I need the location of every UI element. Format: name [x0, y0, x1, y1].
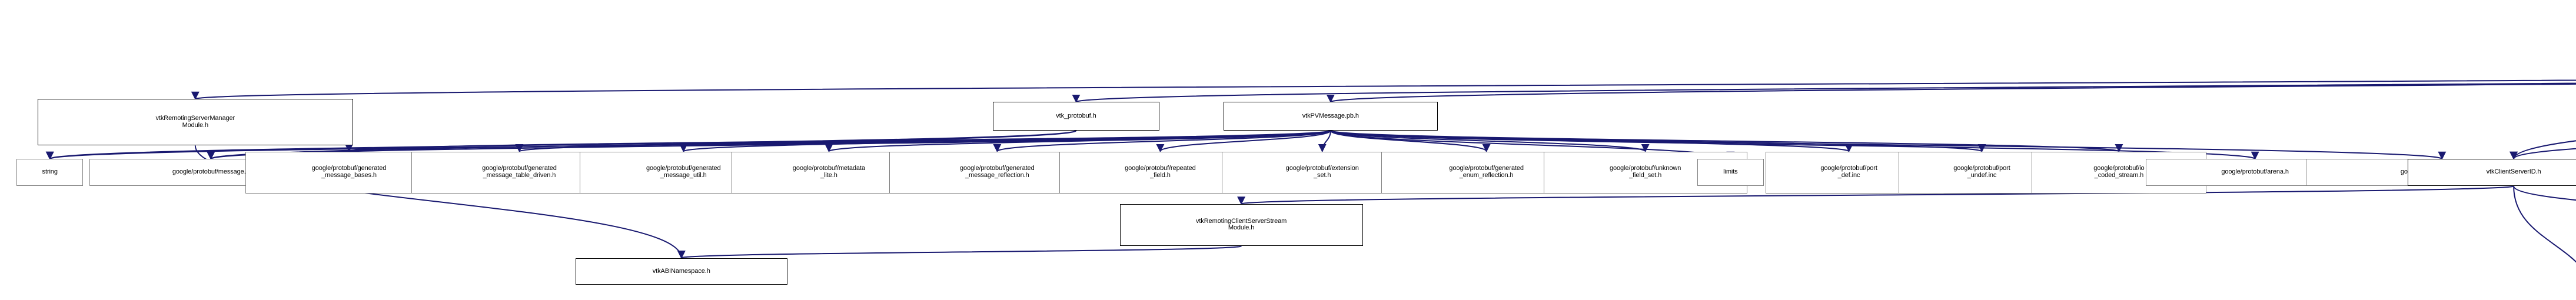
- graph-node-label: vtkClientServerID.h: [2486, 168, 2541, 176]
- graph-node-label: vtkABINamespace.h: [652, 267, 710, 275]
- graph-node-l_limits[interactable]: limits: [1697, 159, 1764, 186]
- graph-node-label: google/protobuf/metadata _lite.h: [792, 165, 865, 179]
- graph-node-label: google/protobuf/unknown _field_set.h: [1609, 165, 1681, 179]
- graph-edge: [2513, 186, 2576, 263]
- graph-edge: [825, 129, 1331, 152]
- graph-node-label: google/protobuf/generated _message_refle…: [960, 165, 1035, 179]
- graph-node-n_csvariant[interactable]: vtkClientServerID.h: [2408, 159, 2576, 186]
- graph-edge: [516, 129, 1331, 152]
- graph-edge: [345, 129, 1331, 152]
- graph-node-label: google/protobuf/extension _set.h: [1285, 165, 1359, 179]
- graph-edge: [677, 245, 1242, 259]
- graph-node-label: google/protobuf/io _coded_stream.h: [2093, 165, 2145, 179]
- graph-node-n_rsmm[interactable]: vtkRemotingServerManager Module.h: [37, 99, 354, 146]
- graph-edge: [2509, 140, 2576, 160]
- graph-edge: [192, 79, 2576, 100]
- graph-edge: [1329, 129, 1491, 152]
- graph-edge: [2509, 148, 2576, 160]
- graph-edge: [1329, 129, 1986, 152]
- graph-node-label: vtk_protobuf.h: [1056, 112, 1096, 119]
- graph-edge: [680, 129, 1331, 152]
- graph-node-label: google/protobuf/message.h: [172, 168, 250, 176]
- graph-node-label: google/protobuf/port _undef.inc: [1953, 165, 2010, 179]
- graph-node-n_pvmsg[interactable]: vtkPVMessage.pb.h: [1224, 102, 1438, 131]
- graph-edge: [1329, 129, 1650, 152]
- graph-node-label: google/protobuf/port _def.inc: [1820, 165, 1877, 179]
- graph-node-label: vtkRemotingServerManager Module.h: [155, 114, 235, 129]
- graph-node-label: string: [42, 168, 58, 176]
- graph-node-label: limits: [1723, 168, 1738, 176]
- graph-node-label: google/protobuf/arena.h: [2221, 168, 2289, 176]
- graph-edge: [1329, 129, 2123, 152]
- graph-edge: [1073, 82, 2576, 103]
- graph-node-n_rcss[interactable]: vtkRemotingClientServerStream Module.h: [1119, 204, 1363, 246]
- graph-node-label: google/protobuf/generated _message_util.…: [646, 165, 721, 179]
- graph-node-label: google/protobuf/generated _enum_reflecti…: [1449, 165, 1524, 179]
- graph-node-l_string[interactable]: string: [16, 159, 84, 186]
- graph-node-label: google/protobuf/generated _message_table…: [482, 165, 557, 179]
- graph-node-label: google/protobuf/repeated _field.h: [1125, 165, 1196, 179]
- graph-node-n_abinamespace[interactable]: vtkABINamespace.h: [575, 258, 787, 285]
- graph-edge: [1329, 129, 1853, 152]
- graph-node-label: vtkRemotingClientServerStream Module.h: [1195, 217, 1287, 232]
- graph-edge: [1318, 130, 1331, 152]
- graph-edge: [993, 129, 1331, 152]
- graph-node-label: google/protobuf/generated _message_bases…: [311, 165, 387, 179]
- graph-node-label: vtkPVMessage.pb.h: [1302, 112, 1359, 119]
- graph-edge: [1327, 83, 2576, 103]
- graph-edge: [1156, 129, 1331, 152]
- graph-edge: [2513, 185, 2576, 201]
- graph-node-n_protobuf[interactable]: vtk_protobuf.h: [993, 102, 1159, 131]
